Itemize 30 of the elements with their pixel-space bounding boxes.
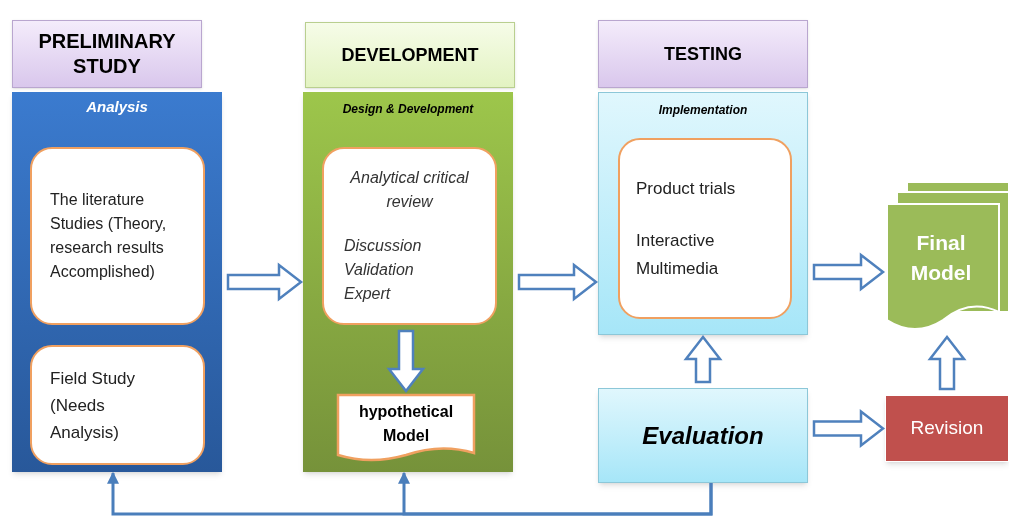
document-shape — [336, 393, 476, 463]
block-arrow — [386, 329, 426, 394]
panel-heading: Analysis — [85, 97, 149, 117]
panel-heading: Implementation — [657, 102, 749, 119]
feedback-arrow — [398, 471, 713, 516]
content-card — [322, 147, 497, 325]
block-arrow — [226, 262, 304, 302]
panel-heading: Design & Development — [341, 101, 475, 118]
block-arrow — [812, 252, 886, 292]
card-text: Discussion Validation Expert — [344, 236, 423, 304]
stage-panel — [303, 92, 513, 472]
content-card: The literature Studies (Theory, research results Accomplished) — [30, 147, 205, 325]
block-arrow — [683, 334, 723, 384]
card-text: Analytical critical review — [348, 168, 470, 212]
content-card: Field Study (Needs Analysis) — [30, 345, 205, 465]
stage-panel — [598, 92, 808, 335]
card-text: Interactive Multimedia — [636, 229, 720, 280]
block-arrow — [812, 408, 886, 449]
block-arrow — [517, 262, 599, 302]
shape-label: Final Model — [909, 229, 973, 286]
stage-panel — [12, 92, 222, 472]
stage-header: TESTING — [598, 20, 808, 88]
content-card — [618, 138, 792, 319]
shape-label: hypothetical Model — [357, 402, 455, 446]
evaluation-box: Evaluation — [598, 388, 808, 483]
stage-header: DEVELOPMENT — [305, 22, 515, 88]
block-arrow — [927, 334, 967, 391]
revision-box: Revision — [885, 395, 1009, 462]
stage-header: PRELIMINARY STUDY — [12, 20, 202, 88]
card-text: Product trials — [636, 177, 737, 200]
